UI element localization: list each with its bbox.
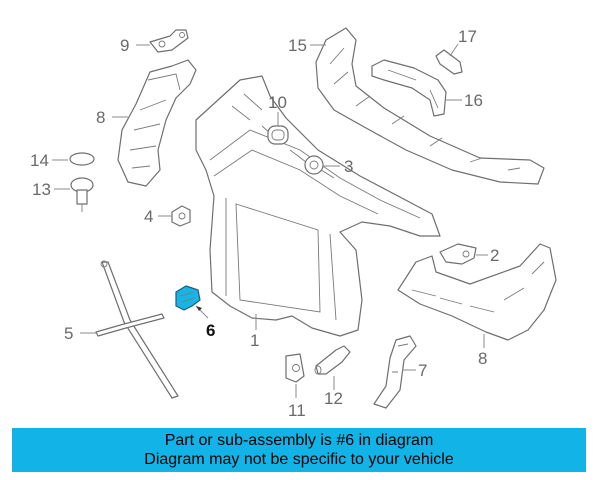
part-8-right-bracket (397, 243, 557, 341)
callout-6: 6 (206, 321, 215, 340)
callout-14: 14 (30, 151, 49, 170)
callout-5: 5 (64, 324, 73, 343)
parts-diagram: 9 8 14 13 4 1 10 (30, 27, 557, 420)
callout-8-right: 8 (478, 349, 487, 368)
callout-12: 12 (324, 389, 343, 408)
part-7-bracket (373, 335, 417, 409)
part-3-grommet (304, 155, 324, 175)
part-13-push-pin (70, 177, 94, 212)
callout-17: 17 (458, 27, 477, 46)
part-9-bracket (149, 29, 189, 53)
part-15-upper-bracket (315, 27, 545, 185)
banner-line-2: Diagram may not be specific to your vehi… (144, 451, 454, 468)
callout-6-arrowhead (196, 306, 202, 311)
callout-3: 3 (344, 157, 353, 176)
part-12-hose (314, 345, 351, 375)
callout-16: 16 (464, 91, 483, 110)
part-1-radiator-support (195, 75, 441, 337)
part-8-left-bracket (117, 59, 197, 187)
part-11-bracket (285, 353, 305, 383)
callout-13: 13 (32, 180, 51, 199)
part-16-bracket (371, 59, 447, 117)
part-10-plug (267, 125, 289, 145)
part-6-highlighted-bracket (175, 285, 201, 311)
part-17-clip (435, 49, 463, 75)
callout-15: 15 (288, 36, 307, 55)
part-5-support-rod (95, 260, 179, 399)
part-2-bracket (439, 243, 477, 265)
callout-9: 9 (120, 36, 129, 55)
callout-7: 7 (418, 361, 427, 380)
part-14-grommet (69, 152, 95, 166)
callout-10: 10 (268, 93, 287, 112)
info-banner: Part or sub-assembly is #6 in diagram Di… (12, 428, 586, 472)
callout-1: 1 (250, 331, 259, 350)
callout-8-left: 8 (96, 108, 105, 127)
callout-11: 11 (288, 401, 306, 420)
callout-4: 4 (144, 207, 153, 226)
part-4-clip (171, 205, 191, 227)
banner-line-1: Part or sub-assembly is #6 in diagram (164, 432, 434, 449)
callout-2: 2 (490, 246, 499, 265)
